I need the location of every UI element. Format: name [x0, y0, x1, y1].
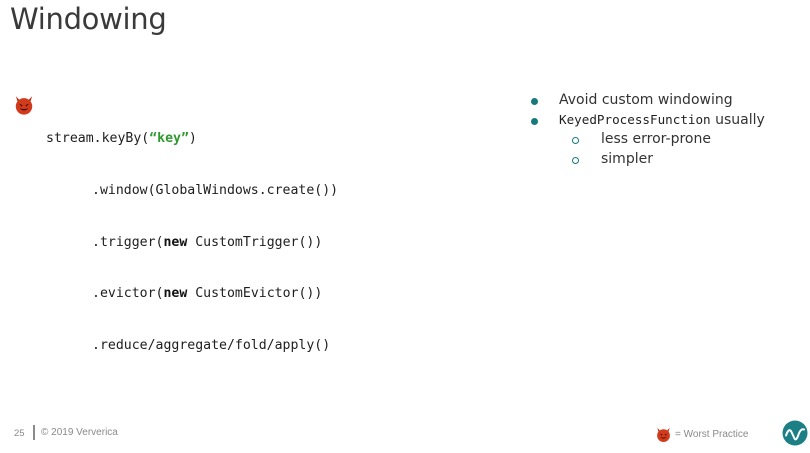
code-text: ) [188, 131, 197, 147]
bullet-dot-icon [531, 98, 538, 105]
footer-divider [33, 425, 35, 440]
code-string: “key” [149, 131, 189, 147]
code-text: CustomEvictor()) [187, 286, 323, 302]
bullet-ring-icon [572, 156, 579, 164]
sub-bullet-item: simpler [531, 151, 801, 171]
code-text: .window(GlobalWindows.create()) [92, 183, 339, 198]
sub-bullet-text: less error-prone [601, 131, 711, 147]
page-number: 25 [14, 428, 25, 439]
code-line: .reduce/aggregate/fold/apply() [46, 337, 338, 354]
code-keyword: new [163, 286, 188, 302]
code-text: CustomTrigger()) [187, 234, 323, 250]
code-line: .evictor(new CustomEvictor()) [46, 285, 338, 302]
code-line: .window(GlobalWindows.create()) [46, 182, 338, 199]
ververica-logo-icon [782, 420, 808, 446]
code-text: .trigger( [92, 234, 164, 250]
bullet-item: Avoid custom windowing [531, 92, 801, 112]
code-keyword: new [163, 234, 188, 250]
bullet-code: KeyedProcessFunction [559, 111, 711, 127]
code-line: .trigger(new CustomTrigger()) [46, 234, 338, 251]
code-line: stream.keyBy(“key”) [46, 130, 338, 147]
copyright: © 2019 Ververica [41, 427, 118, 438]
sub-bullet-item: less error-prone [531, 131, 801, 151]
bullet-text: usually [710, 111, 765, 128]
code-text: stream.keyBy( [46, 131, 150, 147]
devil-icon [655, 426, 672, 443]
code-text: .reduce/aggregate/fold/apply() [92, 337, 331, 353]
bullet-item: KeyedProcessFunction usually [531, 112, 801, 132]
sub-bullet-text: simpler [601, 150, 653, 167]
code-text: .evictor( [92, 286, 164, 302]
devil-icon [13, 94, 35, 116]
bullet-text: Avoid custom windowing [559, 92, 733, 108]
bullet-list: Avoid custom windowing KeyedProcessFunct… [531, 92, 801, 170]
worst-practice-legend: = Worst Practice [655, 425, 748, 443]
code-block: stream.keyBy(“key”) .window(GlobalWindow… [46, 96, 338, 388]
bullet-dot-icon [531, 117, 538, 125]
legend-text: = Worst Practice [675, 428, 749, 440]
bullet-ring-icon [572, 137, 579, 144]
slide-title: Windowing [10, 2, 167, 36]
